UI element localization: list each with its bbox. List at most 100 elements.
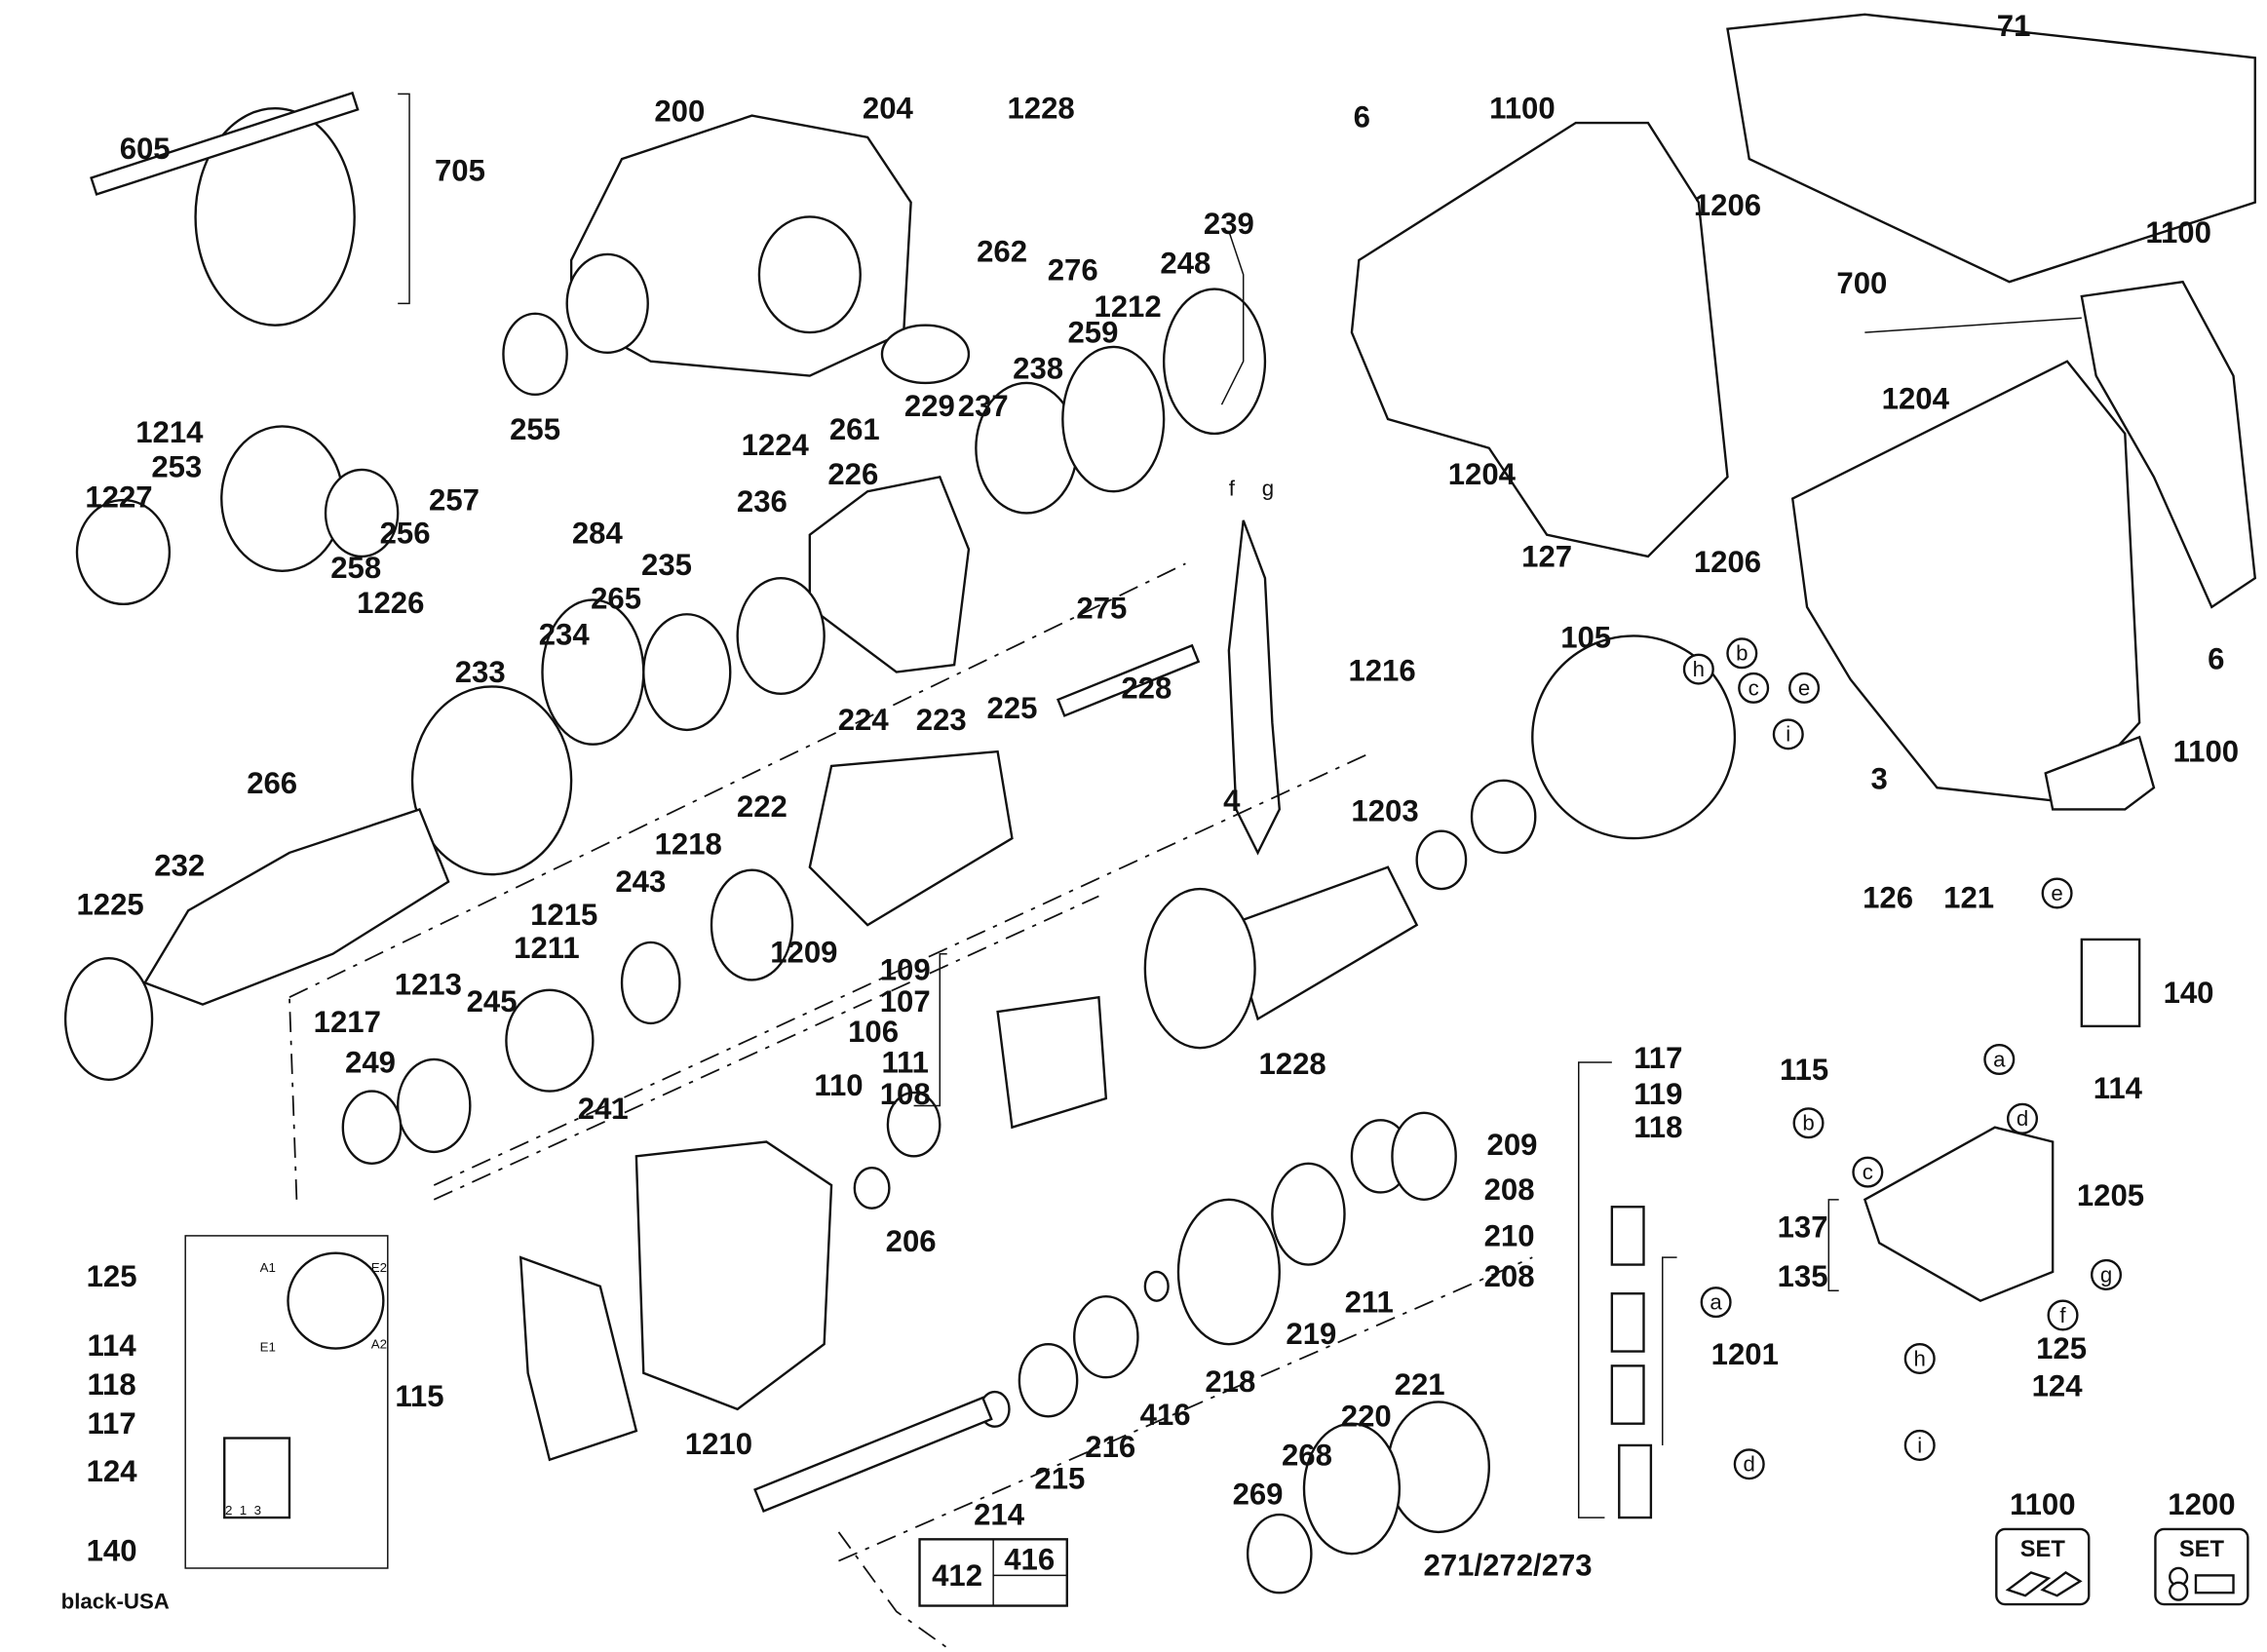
part-number-label: 284 — [572, 517, 624, 551]
part-number-label: 1205 — [2077, 1178, 2144, 1212]
part-number-label: 1218 — [655, 826, 722, 861]
part-number-label: 256 — [380, 517, 431, 551]
part-outline — [1864, 317, 2082, 333]
part-number-label: 1212 — [1094, 289, 1161, 324]
part-number-label: 124 — [2032, 1369, 2084, 1403]
wire-connection-marker: i — [1903, 1429, 1936, 1461]
part-number-label: 1228 — [1007, 92, 1074, 126]
part-number-label: 1213 — [395, 967, 462, 1001]
part-outline — [541, 598, 645, 746]
part-number-label: 268 — [1282, 1439, 1332, 1473]
housing-set-icon — [2005, 1571, 2083, 1597]
part-outline — [90, 91, 360, 196]
part-number-label: 209 — [1487, 1128, 1538, 1162]
schematic-label: 114 — [87, 1328, 136, 1363]
part-number-label: 700 — [1836, 266, 1887, 300]
part-number-label: 416 — [1140, 1398, 1191, 1432]
part-outline — [1176, 1198, 1281, 1346]
part-number-label: 137 — [1778, 1210, 1828, 1244]
assembly-axis-line — [288, 997, 298, 1200]
wire-connection-marker: b — [1726, 637, 1758, 670]
part-outline — [1610, 1292, 1645, 1353]
part-number-label: 6 — [1354, 99, 1370, 134]
part-number-label: 117 — [1633, 1041, 1682, 1075]
boxed-part-number: 412 — [932, 1558, 982, 1593]
part-number-label: 3 — [1871, 762, 1888, 796]
part-number-label: 1201 — [1711, 1337, 1779, 1371]
part-outline — [1162, 288, 1267, 436]
part-number-label: 232 — [154, 849, 205, 883]
part-number-label: 221 — [1395, 1367, 1445, 1402]
part-number-label: 140 — [2164, 976, 2214, 1010]
part-number-label: 235 — [641, 548, 692, 582]
wire-connection-marker: e — [2041, 877, 2073, 909]
part-number-label: 208 — [1484, 1172, 1535, 1207]
part-number-label: 605 — [120, 132, 171, 166]
marker-letter: c — [1863, 1160, 1873, 1184]
set-number: 1100 — [2010, 1487, 2076, 1521]
part-outline — [886, 1091, 941, 1158]
marker-circle — [1903, 1342, 1936, 1374]
marker-letter: c — [1748, 675, 1759, 700]
marker-letter: d — [2017, 1106, 2028, 1131]
part-outline — [75, 498, 172, 606]
part-number-label: 1227 — [85, 480, 152, 515]
part-number-label: 218 — [1205, 1364, 1255, 1399]
part-outline — [880, 324, 971, 385]
marker-letter: f — [1229, 477, 1236, 501]
wire-connection-marker: a — [1983, 1043, 2016, 1076]
part-outline — [634, 1140, 833, 1411]
marker-letter: b — [1736, 641, 1748, 666]
marker-circle — [1682, 653, 1714, 685]
marker-letter: a — [1710, 1290, 1722, 1315]
wire-connection-marker: e — [1788, 672, 1821, 704]
part-outline — [1246, 1513, 1313, 1594]
part-outline — [2044, 735, 2156, 811]
part-number-label: 266 — [247, 766, 297, 800]
marker-circle — [1792, 1107, 1825, 1139]
bracket-line — [1827, 1199, 1839, 1292]
part-outline — [505, 988, 595, 1093]
bracket-line — [1662, 1256, 1677, 1445]
schematic-label: 117 — [87, 1406, 135, 1441]
part-number-label: 222 — [737, 789, 788, 824]
part-number-label: 245 — [467, 984, 518, 1018]
marker-letter: d — [1744, 1452, 1755, 1477]
marker-circle — [1738, 672, 1770, 704]
part-number-label: 1100 — [1489, 92, 1556, 126]
part-number-label: 225 — [986, 691, 1037, 725]
assembly-axis-line — [433, 750, 1374, 1186]
part-outline — [63, 957, 154, 1081]
marker-circle — [1983, 1043, 2016, 1076]
wire-connection-marker: d — [1733, 1448, 1765, 1480]
part-outline — [1302, 1422, 1402, 1556]
wire-connection-marker: g — [1262, 477, 1274, 501]
part-number-label: 219 — [1286, 1317, 1336, 1351]
part-number-label: 1211 — [514, 931, 580, 965]
bracket-line — [913, 952, 947, 1107]
part-outline — [1073, 1295, 1139, 1379]
marker-circle — [1772, 718, 1804, 750]
schematic-label: 118 — [87, 1367, 135, 1402]
part-number-label: 257 — [429, 482, 480, 517]
part-outline — [341, 1090, 403, 1165]
part-number-label: 114 — [2094, 1071, 2143, 1105]
part-number-label: 1216 — [1348, 653, 1415, 687]
part-number-label: 234 — [539, 617, 591, 651]
part-number-label: 1225 — [76, 888, 143, 922]
part-number-label: 224 — [838, 703, 890, 737]
schematic-label: 125 — [87, 1259, 137, 1293]
part-number-label: 118 — [1633, 1110, 1682, 1144]
part-outline — [2080, 938, 2141, 1028]
part-number-label: 105 — [1560, 620, 1611, 654]
schematic-frame — [184, 1235, 389, 1569]
assembly-axis-line — [288, 562, 1186, 999]
set-text: SET — [2179, 1537, 2225, 1562]
part-number-label: 106 — [848, 1015, 899, 1049]
part-number-label: 127 — [1521, 539, 1572, 573]
part-number-label: 276 — [1048, 253, 1098, 288]
part-number-label: 119 — [1633, 1077, 1682, 1111]
